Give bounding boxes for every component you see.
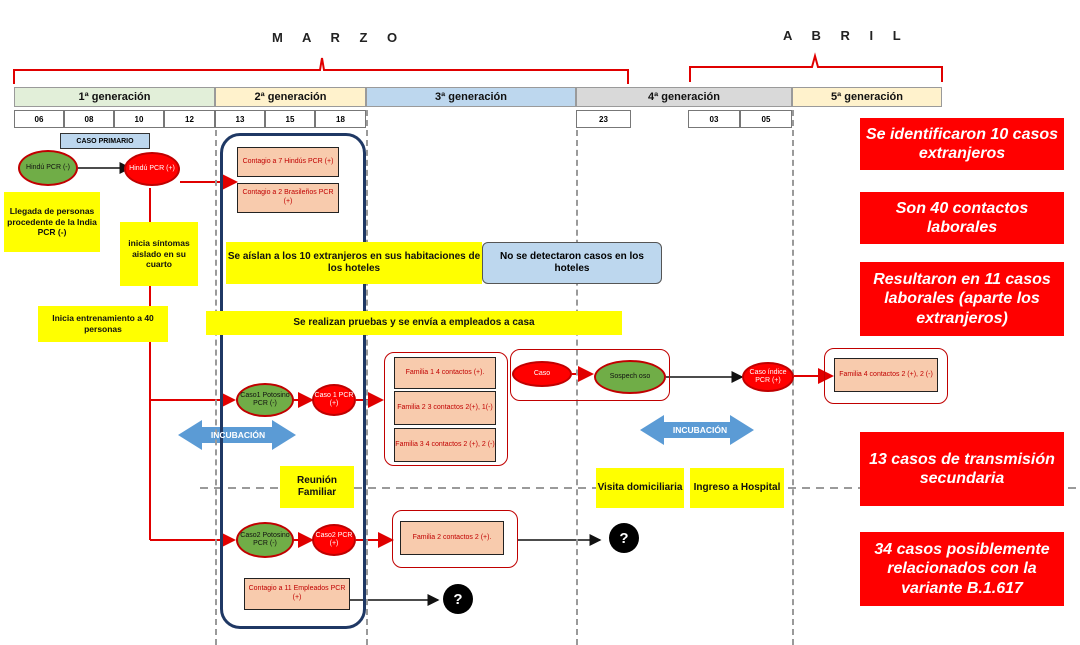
contagio-hindus-box: Contagio a 7 Hindús PCR (+)	[237, 147, 339, 177]
familia-caso2-group	[392, 510, 518, 568]
incubacion-label-2: INCUBACIÓN	[672, 425, 728, 435]
summary-variante: 34 casos posiblemente relacionados con l…	[860, 532, 1064, 606]
march-bracket	[13, 57, 629, 84]
caso-sospechoso-group	[510, 349, 670, 401]
no-detectaron-note: No se detectaron casos en los hoteles	[482, 242, 662, 284]
summary-contactos: Son 40 contactos laborales	[860, 192, 1064, 244]
ingreso-note: Ingreso a Hospital	[690, 468, 784, 508]
generation-2: 2ª generación	[215, 87, 366, 107]
separator-gen3	[366, 110, 368, 645]
summary-casos-laborales: Resultaron en 11 casos laborales (aparte…	[860, 262, 1064, 336]
unknown-outcome-icon: ?	[443, 584, 473, 614]
day-cell: 12	[164, 110, 215, 128]
familia2-box: Familia 2 3 contactos 2(+), 1(-)	[394, 391, 496, 425]
unknown-outcome-icon: ?	[609, 523, 639, 553]
day-cell: 13	[215, 110, 265, 128]
day-cell: 05	[740, 110, 792, 128]
pruebas-note: Se realizan pruebas y se envía a emplead…	[206, 311, 622, 335]
april-bracket	[689, 52, 943, 82]
generation-2-frame	[220, 133, 366, 629]
familia-caso2-box: Familia 2 contactos 2 (+).	[400, 521, 504, 555]
generation-3: 3ª generación	[366, 87, 576, 107]
generation-1: 1ª generación	[14, 87, 215, 107]
separator-gen2	[215, 130, 217, 645]
summary-extranjeros: Se identificaron 10 casos extranjeros	[860, 118, 1064, 170]
caso1-potosino-node: Caso1 Potosino PCR (-)	[236, 383, 294, 417]
llegada-note: Llegada de personas procedente de la Ind…	[4, 192, 100, 252]
caso1-node: Caso 1 PCR (+)	[312, 384, 356, 416]
caso-indice-node: Caso índice PCR (+)	[742, 362, 794, 392]
hindu-node-positive: Hindú PCR (+)	[124, 152, 180, 186]
month-march: M A R Z O	[272, 30, 406, 45]
day-cell: 15	[265, 110, 315, 128]
separator-gen4	[576, 110, 578, 645]
reunion-note: Reunión Familiar	[280, 466, 354, 508]
entrenamiento-note: Inicia entrenamiento a 40 personas	[38, 306, 168, 342]
day-cell: 18	[315, 110, 366, 128]
day-cell: 10	[114, 110, 164, 128]
caso-node: Caso	[512, 361, 572, 387]
day-cell: 23	[576, 110, 631, 128]
generation-5: 5ª generación	[792, 87, 942, 107]
caso2-potosino-node: Caso2 Potosino PCR (-)	[236, 522, 294, 558]
contagio-empleados-box: Contagio a 11 Empleados PCR (+)	[244, 578, 350, 610]
hindu-node-negative: Hindú PCR (-)	[18, 150, 78, 186]
caso-primario-label: CASO PRIMARIO	[60, 133, 150, 149]
familia5-box: Familia 4 contactos 2 (+), 2 (-)	[834, 358, 938, 392]
summary-transmision: 13 casos de transmisión secundaria	[860, 432, 1064, 506]
incubation-arrow-2	[640, 415, 754, 445]
generation-4: 4ª generación	[576, 87, 792, 107]
day-cell: 06	[14, 110, 64, 128]
incubation-arrow-1	[178, 420, 296, 450]
caso2-node: Caso2 PCR (+)	[312, 524, 356, 556]
familia1-box: Familia 1 4 contactos (+).	[394, 357, 496, 389]
familias-group	[384, 352, 508, 466]
incubacion-label-1: INCUBACIÓN	[210, 430, 266, 440]
month-april: A B R I L	[783, 28, 909, 43]
inicia-sintomas-note: inicia síntomas aislado en su cuarto	[120, 222, 198, 286]
familia3-box: Familia 3 4 contactos 2 (+), 2 (-)	[394, 428, 496, 462]
day-cell: 03	[688, 110, 740, 128]
aislan-note: Se aíslan a los 10 extranjeros en sus ha…	[226, 242, 482, 284]
contagio-brasilenos-box: Contagio a 2 Brasileños PCR (+)	[237, 183, 339, 213]
day-cell: 08	[64, 110, 114, 128]
sospechoso-node: Sospech oso	[594, 360, 666, 394]
familia5-group	[824, 348, 948, 404]
visita-note: Visita domiciliaria	[596, 468, 684, 508]
